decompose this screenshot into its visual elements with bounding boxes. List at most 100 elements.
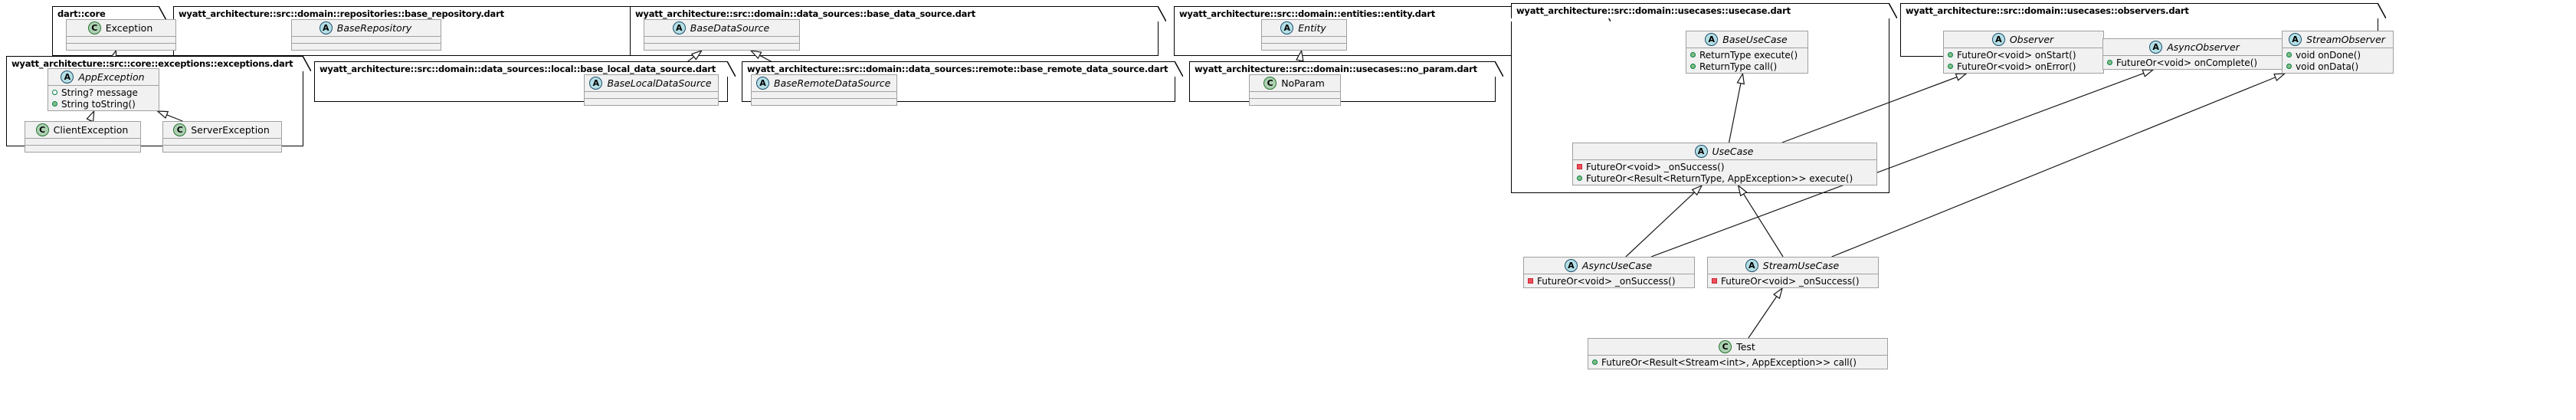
class-member: FutureOr<void> onComplete() xyxy=(2107,57,2283,68)
abstract-class-icon: A xyxy=(672,21,686,34)
visibility-public-icon xyxy=(1690,52,1696,57)
class-methods-compartment xyxy=(752,99,896,105)
generalization-arrowhead xyxy=(1773,287,1784,300)
class-name: BaseLocalDataSource xyxy=(607,77,712,89)
class-member: FutureOr<void> onError() xyxy=(1948,61,2099,72)
visibility-private-icon xyxy=(1712,278,1717,284)
class-members-compartment: FutureOr<void> _onSuccess()FutureOr<Resu… xyxy=(1573,160,1876,185)
class-members-compartment: void onDone()void onData() xyxy=(2283,48,2393,73)
class-separator xyxy=(585,91,718,92)
member-label: FutureOr<void> onComplete() xyxy=(2116,57,2258,68)
class-icon: C xyxy=(87,21,101,34)
visibility-private-icon xyxy=(1577,164,1582,169)
class-member: ReturnType call() xyxy=(1690,61,1804,72)
class-separator xyxy=(644,36,799,37)
class-members-compartment: ReturnType execute()ReturnType call() xyxy=(1686,48,1807,73)
package-label: wyatt_architecture::src::domain::entitie… xyxy=(1179,8,1436,19)
visibility-public-icon xyxy=(52,101,57,107)
class-attributes-compartment xyxy=(163,139,281,145)
package-body-no_param xyxy=(1189,76,1496,102)
visibility-public-icon xyxy=(1690,64,1696,69)
member-label: ReturnType execute() xyxy=(1699,49,1798,61)
class-icon: C xyxy=(173,123,187,136)
abstract-class-icon: A xyxy=(1694,145,1708,158)
class-separator xyxy=(1250,91,1340,92)
class-attributes-compartment xyxy=(292,37,441,43)
class-members-compartment: FutureOr<void> _onSuccess() xyxy=(1524,274,1694,287)
class-methods-compartment xyxy=(67,44,175,50)
class-separator xyxy=(1588,355,1887,356)
class-title: A StreamUseCase xyxy=(1708,258,1878,274)
class-name: ServerException xyxy=(191,124,270,136)
class-member: void onData() xyxy=(2286,61,2389,72)
package-tab-observers: wyatt_architecture::src::domain::usecase… xyxy=(1900,3,2378,18)
class-title: C ServerException xyxy=(163,122,281,138)
package-label: wyatt_architecture::src::domain::data_so… xyxy=(747,64,1168,74)
member-label: FutureOr<void> _onSuccess() xyxy=(1537,275,1676,287)
class-attributes-compartment xyxy=(585,92,718,98)
class-member: ReturnType execute() xyxy=(1690,49,1804,61)
generalization-async_use_case-to-use_case xyxy=(1625,184,1703,258)
class-member: FutureOr<Result<ReturnType, AppException… xyxy=(1577,172,1873,184)
visibility-public-icon xyxy=(1948,52,1953,57)
member-label: FutureOr<void> _onSuccess() xyxy=(1721,275,1860,287)
generalization-arrowhead xyxy=(2273,73,2286,82)
package-no_param[interactable]: wyatt_architecture::src::domain::usecase… xyxy=(1189,61,1503,102)
class-name: StreamUseCase xyxy=(1762,260,1840,271)
class-member: String toString() xyxy=(52,98,155,110)
class-attributes-compartment xyxy=(1262,37,1346,43)
member-label: FutureOr<void> onError() xyxy=(1957,61,2076,72)
class-name: BaseRepository xyxy=(336,22,412,34)
visibility-public-icon xyxy=(2286,52,2292,57)
package-tab-usecase: wyatt_architecture::src::domain::usecase… xyxy=(1511,3,1889,18)
class-box-server_exception[interactable]: C ServerException xyxy=(162,121,282,153)
package-label: wyatt_architecture::src::core::exception… xyxy=(11,58,293,69)
class-separator xyxy=(25,138,140,139)
class-member: FutureOr<Result<Stream<int>, AppExceptio… xyxy=(1592,356,1883,368)
class-separator xyxy=(25,145,140,146)
class-name: AppException xyxy=(78,71,145,83)
visibility-public-icon xyxy=(1948,64,1953,69)
visibility-public-icon xyxy=(2107,60,2112,65)
package-tab-corner xyxy=(1888,3,1897,18)
class-name: StreamObserver xyxy=(2306,34,2385,45)
abstract-class-icon: A xyxy=(1745,259,1758,272)
class-separator xyxy=(1250,98,1340,99)
package-tab-corner xyxy=(1157,6,1166,21)
class-separator xyxy=(67,36,175,37)
generalization-test-to-stream_use_case xyxy=(1748,287,1784,339)
class-name: BaseRemoteDataSource xyxy=(774,77,891,89)
class-separator xyxy=(1262,36,1346,37)
class-attributes-compartment xyxy=(1250,92,1340,98)
package-label: wyatt_architecture::src::domain::usecase… xyxy=(1516,5,1791,16)
class-icon: C xyxy=(35,123,49,136)
class-name: AsyncUseCase xyxy=(1581,260,1653,271)
package-tab-corner xyxy=(302,56,311,71)
class-name: UseCase xyxy=(1712,146,1754,157)
class-icon: C xyxy=(1263,77,1277,90)
abstract-class-icon: A xyxy=(1705,33,1719,46)
